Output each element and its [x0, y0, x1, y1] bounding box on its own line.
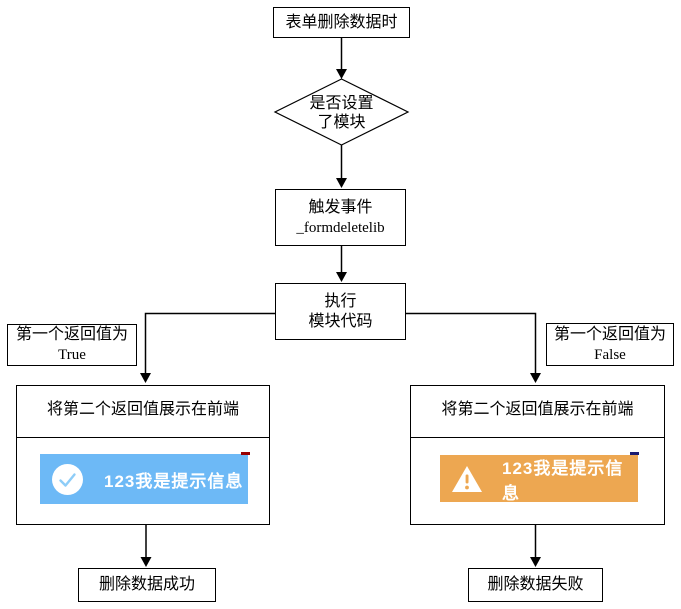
toast-success-close-mark[interactable] — [241, 452, 250, 455]
decision-line2: 了模块 — [317, 114, 366, 131]
node-start: 表单删除数据时 — [273, 7, 410, 38]
branch-false-line1: 第一个返回值为 — [553, 325, 666, 343]
toast-success: 123我是提示信息 — [40, 454, 248, 504]
node-branch-false: 第一个返回值为 False — [546, 323, 674, 366]
node-end-fail: 删除数据失败 — [468, 568, 603, 602]
trigger-line2: _formdeletelib — [296, 219, 385, 236]
toast-success-message: 123我是提示信息 — [104, 471, 244, 491]
node-execute-code: 执行 模块代码 — [275, 283, 406, 340]
node-end-success: 删除数据成功 — [78, 568, 216, 602]
trigger-line1: 触发事件 — [308, 198, 373, 216]
display-success-header: 将第二个返回值展示在前端 — [17, 386, 269, 438]
toast-warning-message: 123我是提示信息 — [502, 458, 624, 503]
toast-warning-close-mark[interactable] — [630, 452, 639, 455]
connector-branch-right — [405, 312, 537, 374]
decision-line1: 是否设置 — [309, 95, 374, 112]
check-circle-icon — [52, 463, 83, 495]
branch-true-line1: 第一个返回值为 — [15, 326, 128, 343]
warning-triangle-icon — [451, 465, 483, 493]
node-start-label: 表单删除数据时 — [285, 13, 398, 31]
execute-line1: 执行 — [324, 292, 357, 310]
end-success-label: 删除数据成功 — [98, 576, 195, 593]
end-fail-label: 删除数据失败 — [487, 576, 584, 593]
connector-branch-left — [144, 312, 275, 374]
branch-false-line2: False — [594, 346, 626, 363]
branch-true-line2: True — [58, 347, 86, 363]
execute-line2: 模块代码 — [308, 312, 373, 330]
node-trigger-event: 触发事件 _formdeletelib — [275, 189, 406, 246]
node-decision-label: 是否设置 了模块 — [281, 94, 402, 132]
toast-warning: 123我是提示信息 — [440, 455, 638, 503]
decision-diamond-shape — [273, 78, 410, 146]
node-branch-true: 第一个返回值为 True — [7, 324, 137, 366]
arrowheads — [140, 69, 541, 567]
display-fail-header: 将第二个返回值展示在前端 — [411, 386, 664, 438]
